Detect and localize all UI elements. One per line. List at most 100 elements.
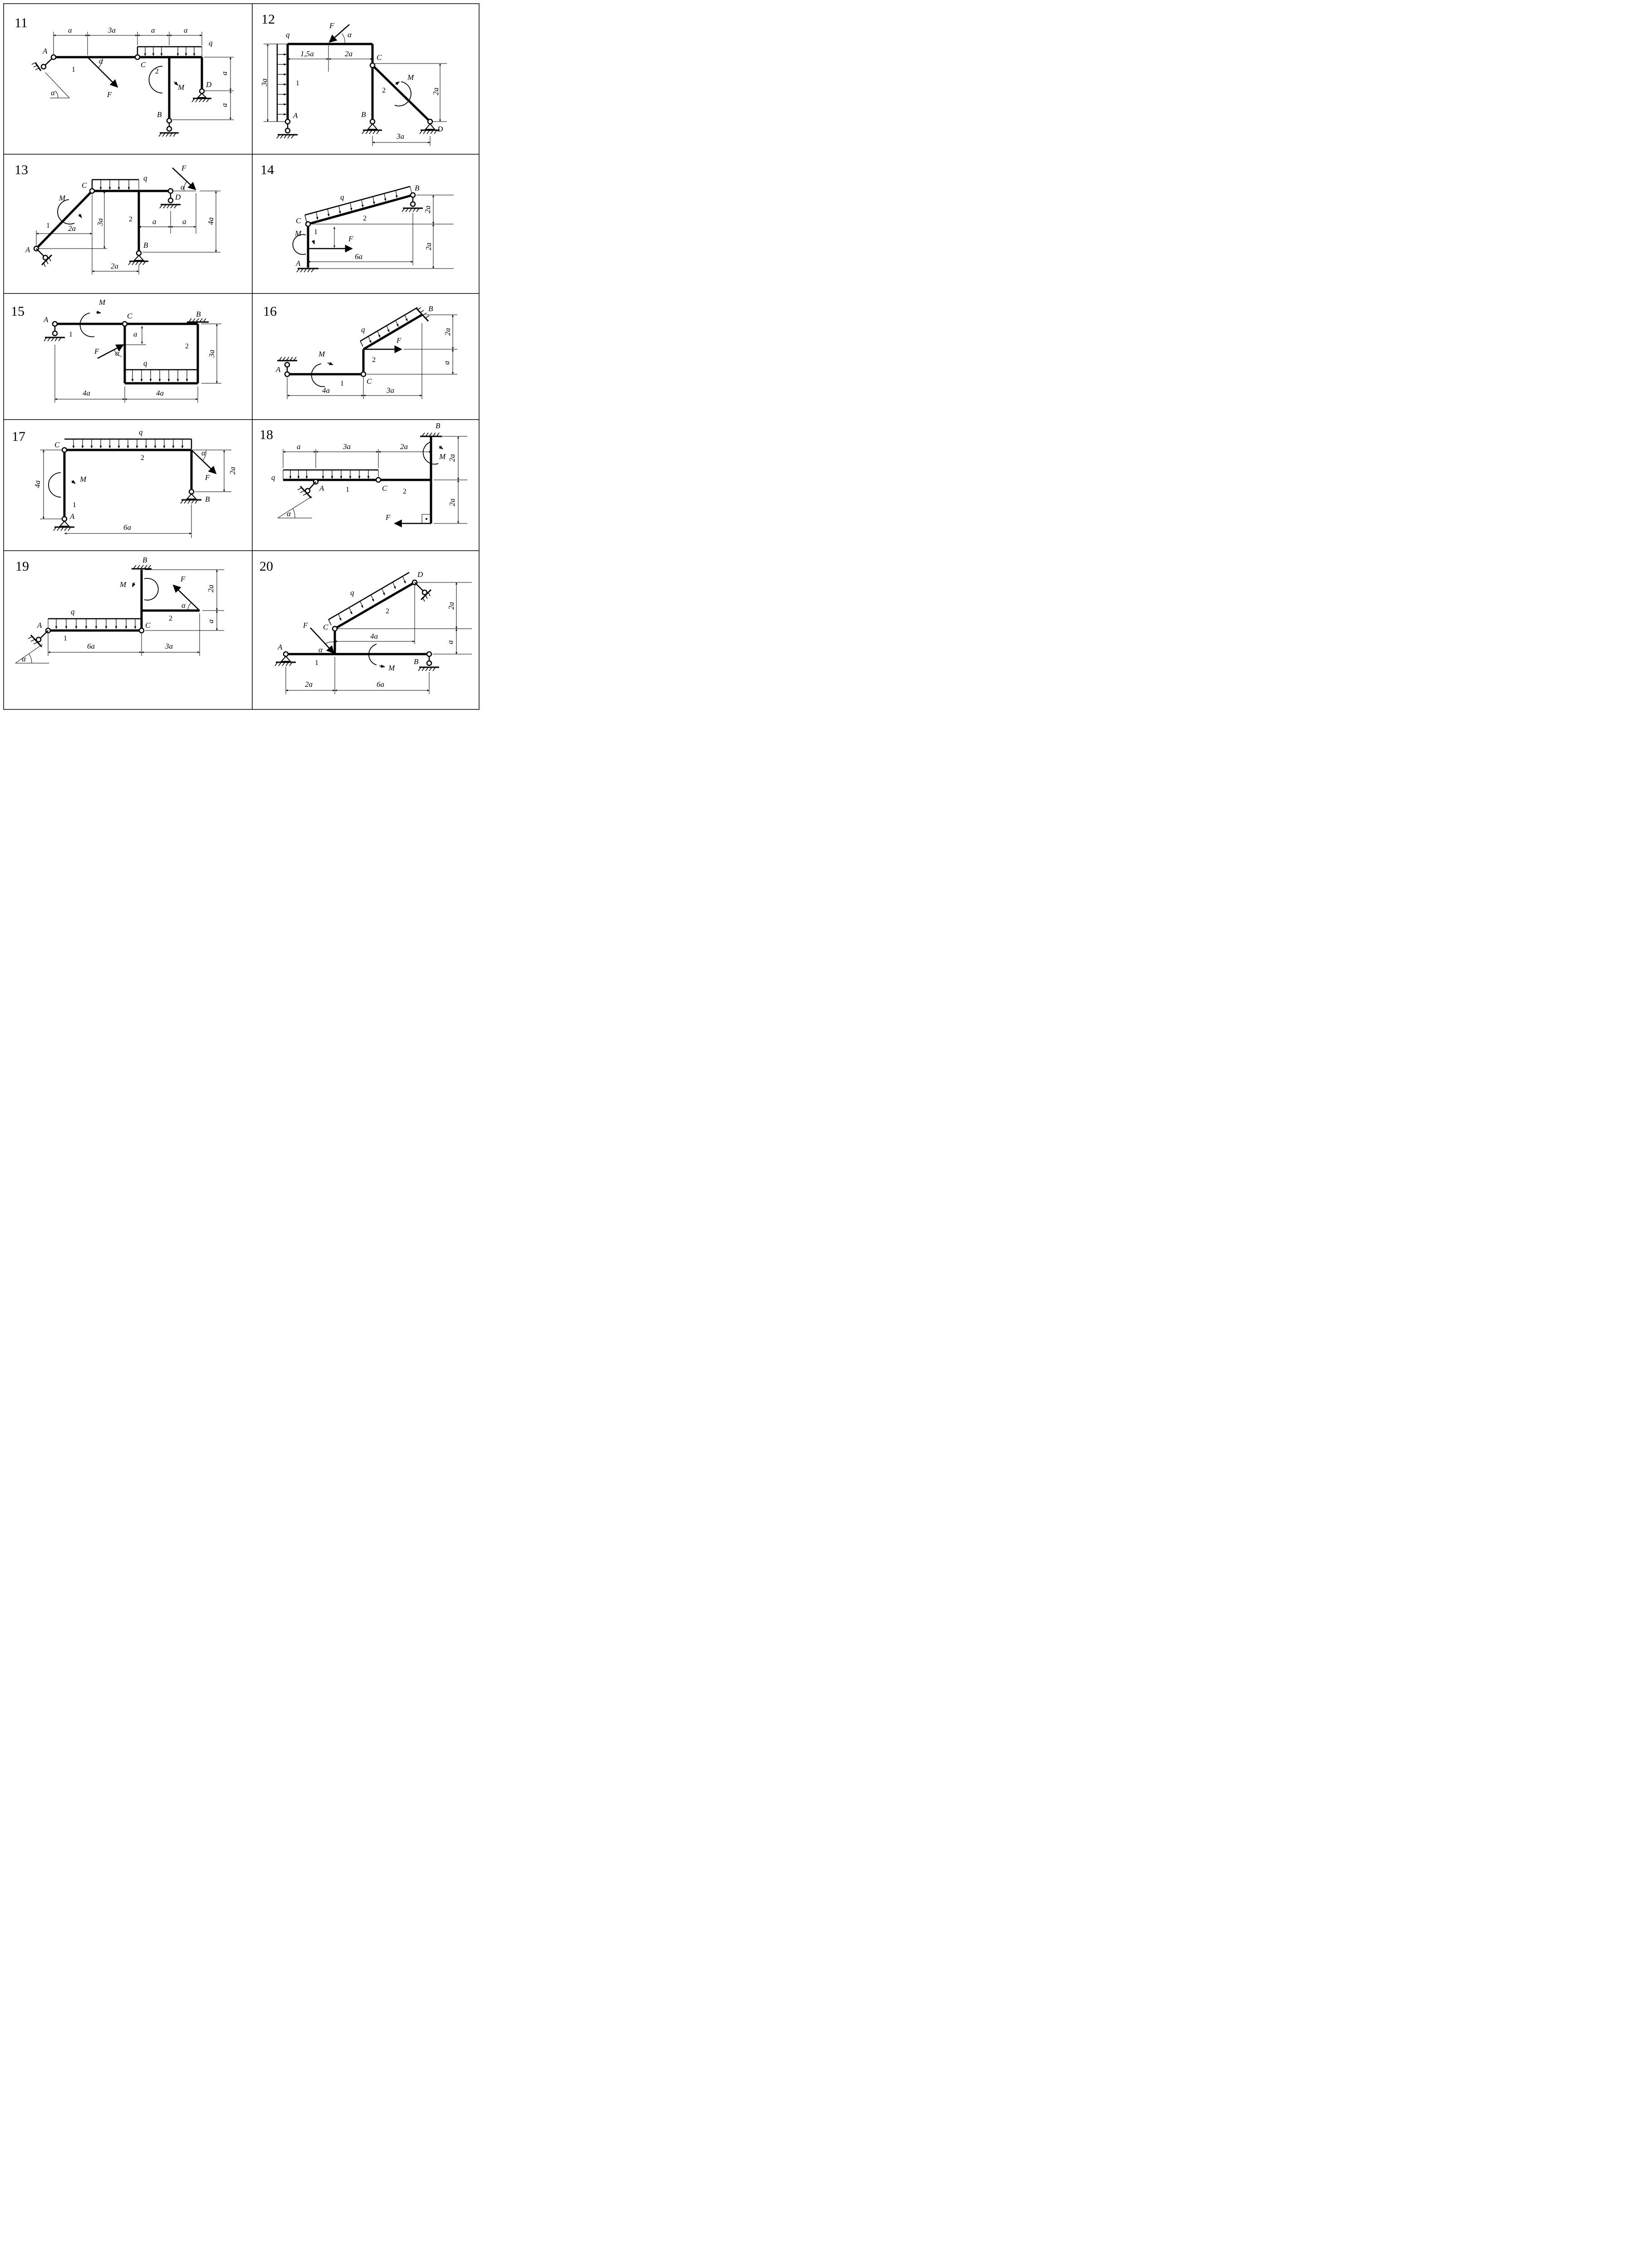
scheme-number: 15 [11, 304, 24, 319]
scheme-number: 13 [15, 162, 28, 177]
member-2: 2 [403, 488, 407, 495]
scheme-number: 12 [261, 12, 275, 27]
scheme-12: 12 [260, 12, 447, 146]
member-1: 1 [72, 66, 75, 73]
alpha-label-2: α [22, 655, 26, 663]
moment-M: M [119, 580, 127, 589]
scheme-13: 13 [15, 162, 220, 274]
member-1: 1 [340, 380, 344, 387]
dim: 3a [386, 386, 394, 395]
member-2: 2 [372, 356, 376, 364]
dim: a [442, 361, 451, 365]
label-B: B [415, 184, 420, 192]
scheme-20: 20 [260, 559, 472, 694]
dim: 2a [68, 224, 76, 233]
alpha-label: α [201, 449, 206, 457]
dim: 2a [305, 680, 313, 689]
label-A: A [42, 47, 48, 55]
dim: 2a [448, 499, 456, 506]
dim: 4a [206, 217, 215, 225]
dim: 3a [343, 442, 351, 451]
label-B: B [196, 310, 201, 318]
alpha-label: α [99, 57, 103, 65]
moment-M: M [79, 475, 87, 484]
label-C: C [323, 623, 328, 631]
load-q: q [143, 174, 147, 182]
member-2: 2 [141, 454, 144, 462]
dim: 4a [83, 389, 90, 397]
scheme-number: 14 [260, 162, 274, 177]
member-2: 2 [155, 68, 159, 75]
label-A: A [275, 365, 281, 374]
label-A: A [277, 643, 283, 651]
dim: a [182, 217, 186, 226]
dim: 2a [424, 243, 433, 250]
force-F: F [180, 575, 186, 583]
label-C: C [54, 440, 60, 449]
member-1: 1 [46, 222, 50, 230]
moment-M: M [439, 452, 446, 461]
force-F: F [205, 473, 210, 482]
force-F: F [181, 164, 186, 172]
dim: a [220, 103, 229, 108]
label-B: B [143, 241, 148, 249]
load-q: q [361, 325, 365, 334]
label-A: A [319, 484, 324, 493]
member-2: 2 [382, 87, 386, 94]
alpha-label: α [318, 645, 323, 654]
label-A: A [43, 315, 49, 324]
member-1: 1 [346, 486, 349, 494]
dim: 2a [443, 328, 452, 336]
member-2: 2 [386, 607, 389, 615]
force-F: F [303, 621, 308, 630]
dim: 6a [377, 680, 384, 689]
scheme-number: 16 [263, 304, 277, 319]
member-1: 1 [315, 659, 318, 667]
dim: 2a [206, 585, 215, 592]
dim: 2a [423, 205, 432, 213]
alpha-label: α [348, 30, 352, 39]
moment-M: M [177, 83, 185, 92]
member-1: 1 [296, 79, 299, 87]
label-B: B [205, 495, 210, 503]
dim: a [68, 26, 72, 34]
dim: 6a [355, 252, 362, 261]
member-1: 1 [314, 228, 318, 236]
force-F: F [329, 21, 334, 30]
label-A: A [69, 512, 75, 521]
moment-M: M [407, 73, 414, 82]
schemes-sheet: 11 [0, 0, 482, 714]
label-B: B [142, 556, 147, 564]
dim: 6a [87, 642, 95, 650]
label-A: A [295, 259, 301, 268]
label-C: C [127, 312, 132, 320]
label-B: B [414, 657, 419, 666]
dim: 3a [207, 350, 216, 358]
dim: 3a [96, 218, 104, 226]
member-1: 1 [64, 635, 67, 642]
load-q: q [286, 30, 290, 39]
alpha-label-2: α [51, 88, 55, 97]
member-1: 1 [69, 331, 73, 338]
scheme-15: 15 [11, 298, 221, 403]
scheme-18: 18 [260, 421, 467, 528]
label-A: A [293, 111, 298, 120]
label-D: D [437, 125, 443, 133]
moment-M: M [98, 298, 106, 307]
scheme-number: 19 [15, 559, 29, 574]
force-F: F [396, 336, 402, 345]
dim: 3a [260, 78, 269, 87]
label-C: C [382, 484, 387, 493]
scheme-16: 16 [263, 304, 457, 399]
moment-M: M [318, 350, 325, 358]
member-2: 2 [185, 342, 189, 350]
moment-M: M [59, 194, 66, 202]
member-2: 2 [129, 215, 132, 223]
label-C: C [377, 53, 382, 62]
dim: a [446, 640, 455, 645]
scheme-number: 11 [15, 15, 28, 30]
dim: 3a [396, 132, 404, 141]
load-q: q [271, 473, 275, 482]
member-1: 1 [73, 501, 76, 509]
scheme-19: 19 [15, 556, 224, 664]
